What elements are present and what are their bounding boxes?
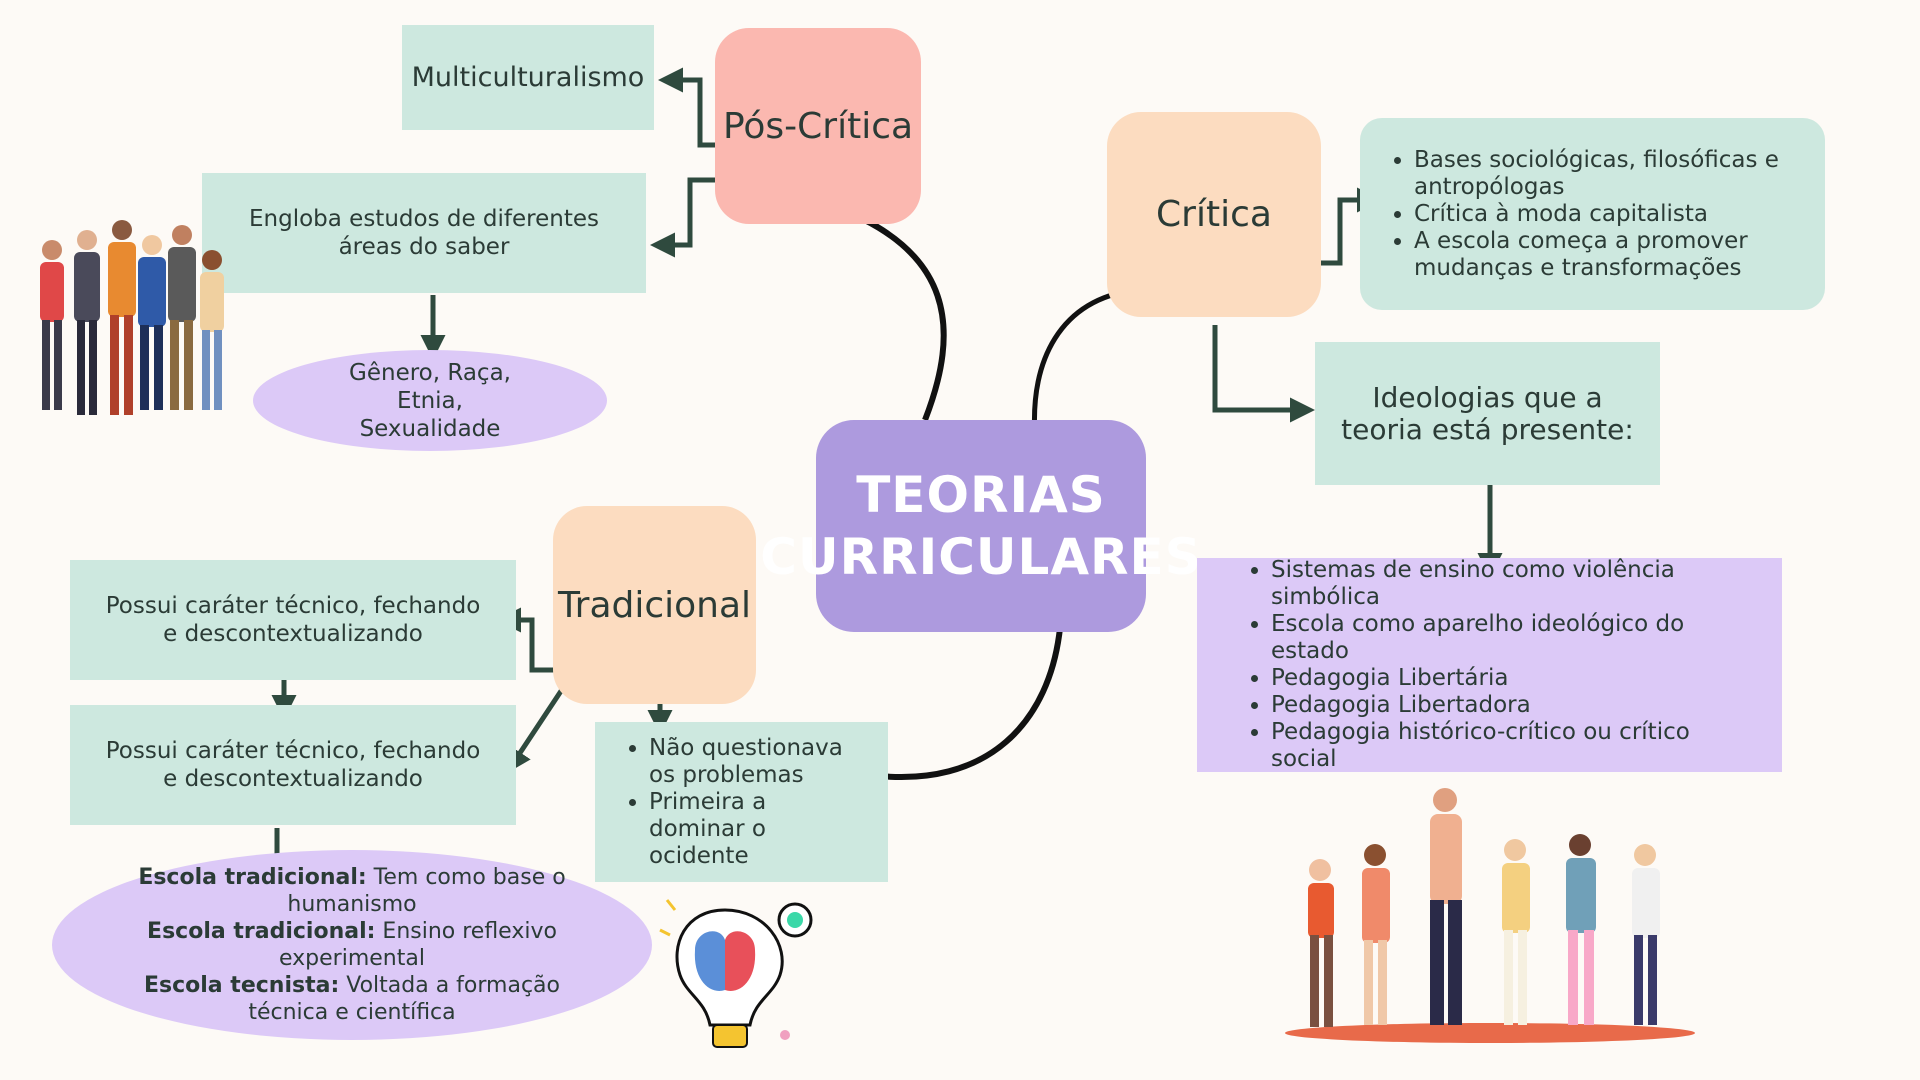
- genero-node: Gênero, Raça, Etnia, Sexualidade: [253, 350, 607, 451]
- list-item: Pedagogia Libertadora: [1271, 692, 1742, 719]
- list-item: Crítica à moda capitalista: [1414, 201, 1805, 228]
- carater2-node: Possui caráter técnico, fechando e desco…: [70, 705, 516, 825]
- arrow-to-carater1: [496, 607, 567, 673]
- engloba-label: Engloba estudos de diferentes áreas do s…: [249, 206, 599, 260]
- list-item: Primeira a dominar o ocidente: [649, 789, 868, 870]
- list-item: Escola como aparelho ideológico do estad…: [1271, 611, 1742, 665]
- multiculturalismo-node: Multiculturalismo: [402, 25, 654, 130]
- crowd-illustration-icon: [40, 220, 224, 415]
- escola-line: Escola tradicional: Tem como base o huma…: [138, 865, 566, 917]
- arrow-to-bases: [1307, 187, 1382, 266]
- carater1-node: Possui caráter técnico, fechando e desco…: [70, 560, 516, 680]
- tradicional-node: Tradicional: [553, 506, 756, 704]
- escola-line: Escola tecnista: Voltada a formação técn…: [143, 973, 560, 1025]
- ideologias-title: Ideologias que a teoria está presente:: [1341, 380, 1634, 446]
- tradicional-title: Tradicional: [557, 584, 752, 626]
- critica-bases-node: Bases sociológicas, filosóficas e antrop…: [1360, 118, 1825, 310]
- central-topic-line2: CURRICULARES: [760, 528, 1202, 586]
- carater1-label: Possui caráter técnico, fechando e desco…: [105, 593, 481, 647]
- nao-questionava-list: Não questionava os problemas Primeira a …: [615, 735, 868, 870]
- engloba-node: Engloba estudos de diferentes áreas do s…: [202, 173, 646, 293]
- central-topic-line1: TEORIAS: [856, 466, 1106, 524]
- list-item: A escola começa a promover mudanças e tr…: [1414, 228, 1805, 282]
- students-teacher-illustration-icon: [1285, 788, 1695, 1043]
- arrow-to-engloba: [650, 177, 720, 258]
- arrow-to-ideologias: [1212, 325, 1315, 423]
- ideologias-node: Ideologias que a teoria está presente:: [1315, 342, 1660, 485]
- pos-critica-node: Pós-Crítica: [715, 28, 921, 224]
- list-item: Pedagogia histórico-crítico ou crítico s…: [1271, 719, 1742, 773]
- critica-bases-list: Bases sociológicas, filosóficas e antrop…: [1380, 147, 1805, 282]
- central-topic: TEORIAS CURRICULARES: [760, 420, 1201, 632]
- carater2-label: Possui caráter técnico, fechando e desco…: [105, 738, 481, 792]
- ideologias-list: Sistemas de ensino como violência simból…: [1237, 557, 1742, 773]
- nao-questionava-node: Não questionava os problemas Primeira a …: [595, 722, 888, 882]
- escolas-node: Escola tradicional: Tem como base o huma…: [52, 850, 652, 1040]
- arrow-center-to-pos-critica: [820, 198, 947, 422]
- critica-node: Crítica: [1107, 112, 1321, 317]
- escola-line: Escola tradicional: Ensino reflexivo exp…: [147, 919, 557, 971]
- list-item: Sistemas de ensino como violência simból…: [1271, 557, 1742, 611]
- ideologias-list-node: Sistemas de ensino como violência simból…: [1197, 557, 1782, 773]
- list-item: Bases sociológicas, filosóficas e antrop…: [1414, 147, 1805, 201]
- list-item: Pedagogia Libertária: [1271, 665, 1742, 692]
- genero-label: Gênero, Raça, Etnia, Sexualidade: [349, 359, 511, 442]
- arrow-center-to-tradicional-list: [860, 627, 1063, 789]
- critica-title: Crítica: [1156, 194, 1272, 235]
- pos-critica-title: Pós-Crítica: [722, 105, 914, 147]
- lightbulb-brain-illustration-icon: [659, 899, 813, 1048]
- list-item: Não questionava os problemas: [649, 735, 868, 789]
- arrow-to-carater2: [506, 683, 568, 774]
- multiculturalismo-label: Multiculturalismo: [411, 62, 645, 93]
- arrow-center-to-critica: [1031, 281, 1143, 438]
